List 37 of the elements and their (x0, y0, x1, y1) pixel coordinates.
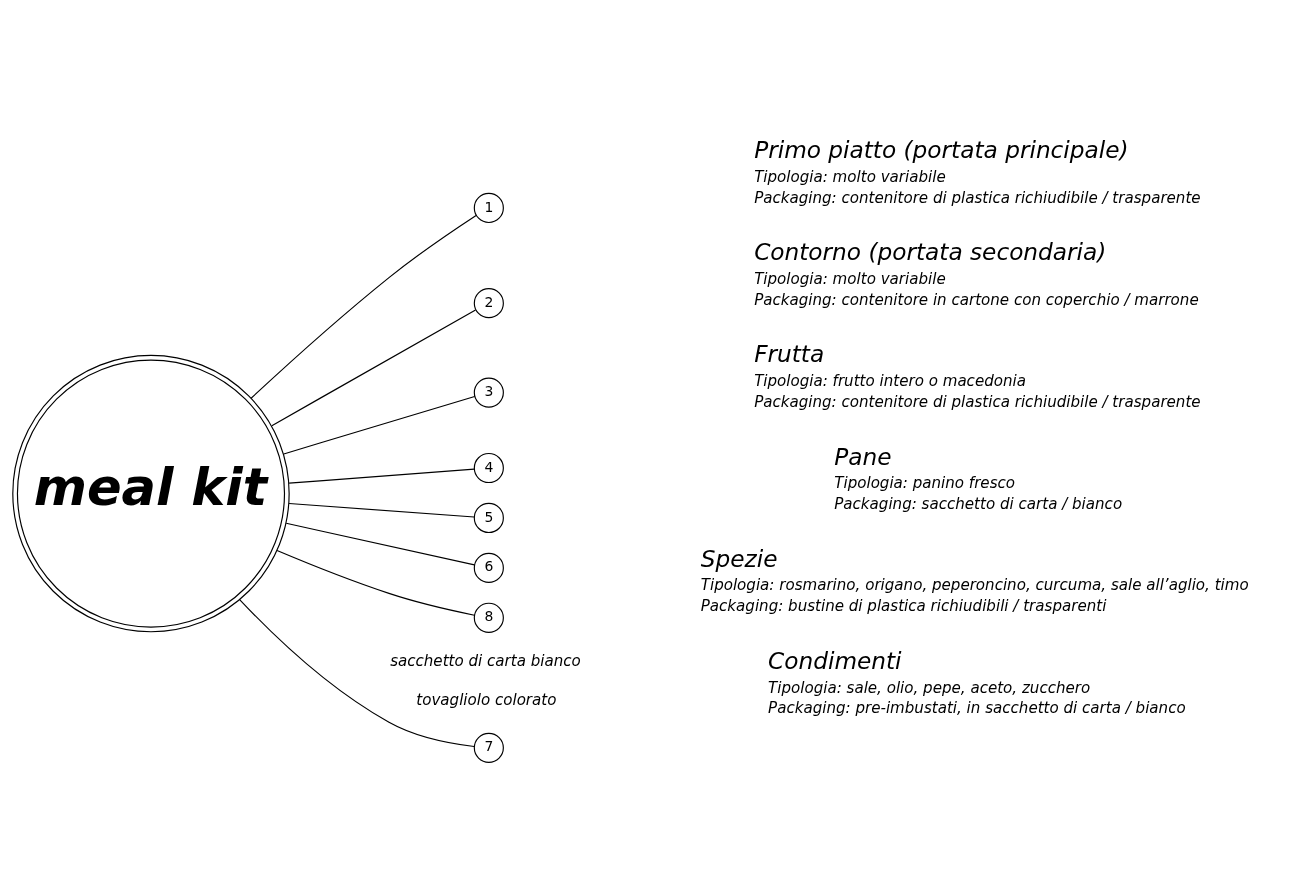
node-label: tovagliolo colorato (416, 690, 557, 709)
node-circle: 8 (473, 602, 504, 633)
node-label: Packaging: pre-imbustati, in sacchetto di carta / bianco (768, 698, 1186, 717)
node-label: Tipologia: sale, olio, pepe, aceto, zucchero (768, 678, 1091, 697)
connector (288, 502, 475, 518)
node-label: Spezie (700, 544, 778, 572)
node-label: Tipologia: panino fresco (834, 473, 1016, 492)
node-circle: 6 (473, 552, 504, 583)
node-label: Tipologia: rosmarino, origano, peperoncino, curcuma, sale all’aglio, timo (700, 575, 1249, 594)
node-label: Packaging: bustine di plastica richiudibili / trasparenti (700, 596, 1107, 615)
node-label: Packaging: contenitore di plastica richiudibile / trasparente (754, 188, 1201, 207)
node-circle: 4 (473, 452, 504, 483)
node-circle: 5 (473, 502, 504, 533)
connector (271, 308, 477, 426)
connector (283, 395, 476, 454)
node-circle: 2 (473, 287, 504, 318)
node-circle: meal kit (12, 354, 290, 632)
node-label: Primo piatto (portata principale) (754, 135, 1129, 163)
node-label: Pane (834, 442, 892, 470)
connector (276, 549, 475, 616)
connector (288, 467, 475, 484)
node-label: Packaging: sacchetto di carta / bianco (834, 494, 1123, 513)
node-circle: 7 (473, 732, 504, 763)
node-label: Tipologia: molto variabile (754, 167, 946, 186)
node-circle: 3 (473, 376, 504, 408)
node-label: Contorno (portata secondaria) (754, 237, 1107, 265)
node-label: Frutta (754, 339, 825, 367)
node-circle: 1 (473, 192, 504, 223)
connector (250, 214, 477, 399)
connector (285, 522, 475, 566)
node-label: sacchetto di carta bianco (390, 651, 581, 670)
connector (239, 598, 475, 747)
node-label: Tipologia: molto variabile (754, 269, 946, 288)
node-label: Tipologia: frutto intero o macedonia (754, 371, 1026, 390)
node-label: Condimenti (768, 646, 902, 674)
node-label: Packaging: contenitore di plastica richiudibile / trasparente (754, 392, 1201, 411)
node-label: Packaging: contenitore in cartone con coperchio / marrone (754, 290, 1199, 309)
